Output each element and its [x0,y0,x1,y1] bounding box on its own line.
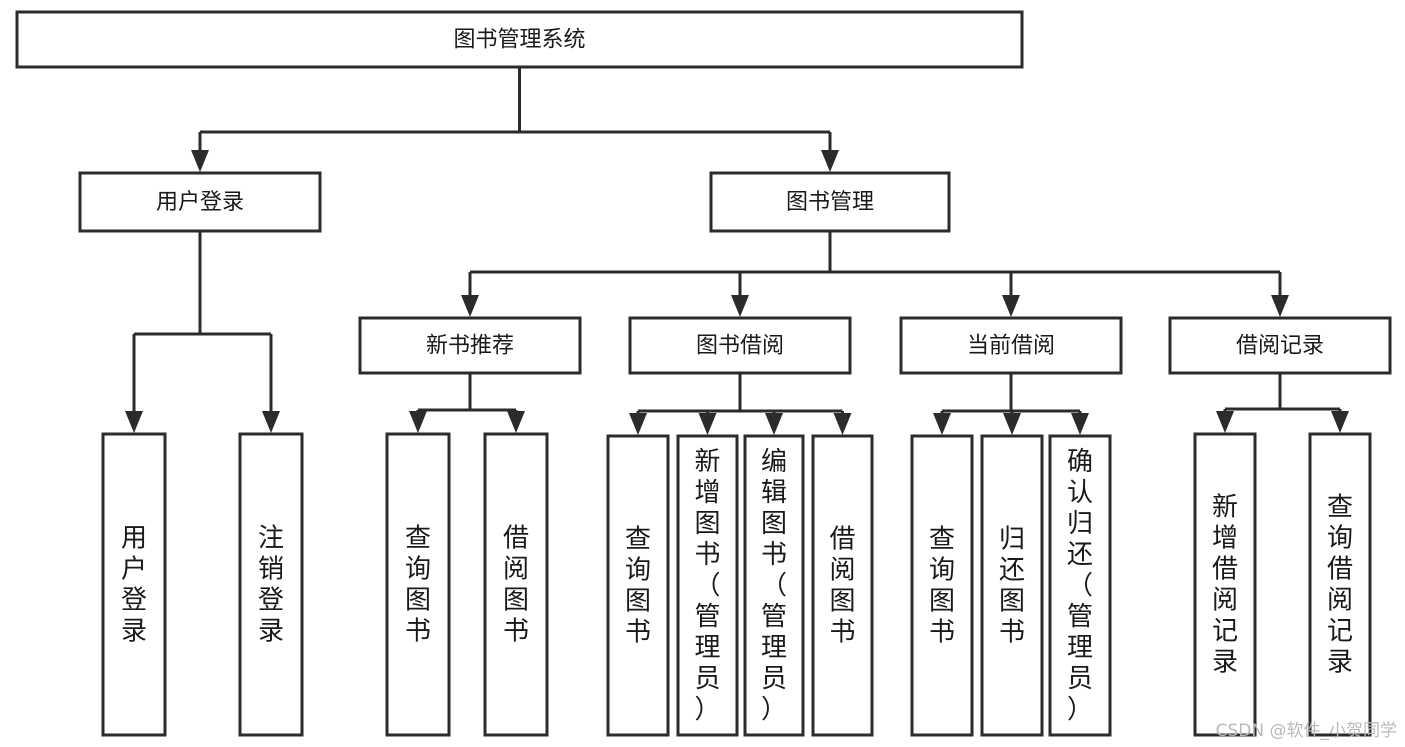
edge-group-new-book-rec [409,373,525,433]
node-box [899,316,1123,375]
node-user-login[interactable]: 用户登录 [78,171,322,233]
node-box [628,316,852,375]
edge-arrowhead-icon [765,413,783,435]
node-book-manage[interactable]: 图书管理 [709,171,951,233]
node-box [1193,432,1257,737]
edge-group-current-borrow [933,373,1089,435]
node-label: 图书借阅 [696,334,784,359]
node-label: 确认归还（管理员） [1067,447,1093,725]
node-book-borrow[interactable]: 图书借阅 [628,316,852,375]
edge-arrowhead-icon [507,411,525,433]
edge-arrowhead-icon [933,413,951,435]
edge-group-root [191,67,839,172]
node-label: 新增图书（管理员） [694,447,720,725]
node-leaf-add-book[interactable]: 新增图书（管理员） [676,434,739,737]
node-label: 借阅记录 [1236,334,1324,359]
node-box [238,432,304,737]
node-label: 查询借阅记录 [1327,493,1353,678]
node-label: 新书推荐 [426,334,514,359]
edge-arrowhead-icon [125,411,143,433]
edge-arrowhead-icon [629,413,647,435]
node-label: 图书管理 [786,190,874,215]
node-label: 注销登录 [258,524,284,647]
edges-layer [125,67,1349,435]
edge-group-borrow-record [1216,373,1349,433]
node-box [15,10,1024,69]
edge-arrowhead-icon [1003,413,1021,435]
edge-arrowhead-icon [833,413,852,435]
edge-arrowhead-icon [1002,295,1020,317]
node-label: 借阅图书 [829,525,855,648]
node-leaf-logout[interactable]: 注销登录 [238,432,304,737]
node-label: 借阅图书 [503,524,529,647]
node-box [811,434,874,737]
node-box [1308,432,1372,737]
node-leaf-add-record[interactable]: 新增借阅记录 [1193,432,1257,737]
edge-arrowhead-icon [731,295,749,317]
edge-arrowhead-icon [821,150,839,172]
node-root[interactable]: 图书管理系统 [15,10,1024,69]
node-leaf-confirm-return[interactable]: 确认归还（管理员） [1048,434,1112,737]
node-leaf-borrow-book-2[interactable]: 借阅图书 [811,434,874,737]
node-box [1168,316,1392,375]
edge-arrowhead-icon [1331,411,1349,433]
edge-arrowhead-icon [191,150,209,172]
node-label: 查询图书 [929,525,955,648]
edge-arrowhead-icon [1216,411,1234,433]
edge-group-book-manage [461,231,1289,317]
node-leaf-query-book-3[interactable]: 查询图书 [910,434,974,737]
node-new-book-rec[interactable]: 新书推荐 [358,316,582,375]
node-box [606,434,670,737]
edge-group-user-login [125,231,280,433]
node-box [910,434,974,737]
edge-arrowhead-icon [262,411,280,433]
node-label: 图书管理系统 [453,28,585,53]
node-box [483,432,549,737]
node-borrow-record[interactable]: 借阅记录 [1168,316,1392,375]
nodes-layer: 图书管理系统用户登录图书管理新书推荐图书借阅当前借阅借阅记录用户登录注销登录查询… [15,10,1392,737]
node-box [676,434,739,737]
edge-arrowhead-icon [461,295,479,317]
node-label: 用户登录 [121,524,147,647]
edge-arrowhead-icon [1271,295,1289,317]
node-leaf-query-book-2[interactable]: 查询图书 [606,434,670,737]
node-box [78,171,322,233]
node-box [385,432,451,737]
node-box [101,432,167,737]
node-leaf-return-book[interactable]: 归还图书 [980,434,1044,737]
node-leaf-query-record[interactable]: 查询借阅记录 [1308,432,1372,737]
edge-arrowhead-icon [1071,413,1089,435]
node-box [709,171,951,233]
node-label: 新增借阅记录 [1212,493,1238,678]
node-label: 当前借阅 [967,334,1055,359]
node-leaf-edit-book[interactable]: 编辑图书（管理员） [743,434,805,737]
node-label: 用户登录 [156,190,244,215]
node-current-borrow[interactable]: 当前借阅 [899,316,1123,375]
node-label: 查询图书 [625,525,651,648]
node-label: 编辑图书（管理员） [761,447,787,725]
node-box [980,434,1044,737]
edge-group-book-borrow [629,373,852,435]
node-leaf-borrow-book-1[interactable]: 借阅图书 [483,432,549,737]
node-box [358,316,582,375]
node-box [743,434,805,737]
node-label: 查询图书 [405,524,431,647]
edge-arrowhead-icon [409,411,427,433]
edge-arrowhead-icon [698,413,717,435]
node-leaf-query-book-1[interactable]: 查询图书 [385,432,451,737]
node-label: 归还图书 [999,525,1025,648]
node-leaf-user-login[interactable]: 用户登录 [101,432,167,737]
node-box [1048,434,1112,737]
